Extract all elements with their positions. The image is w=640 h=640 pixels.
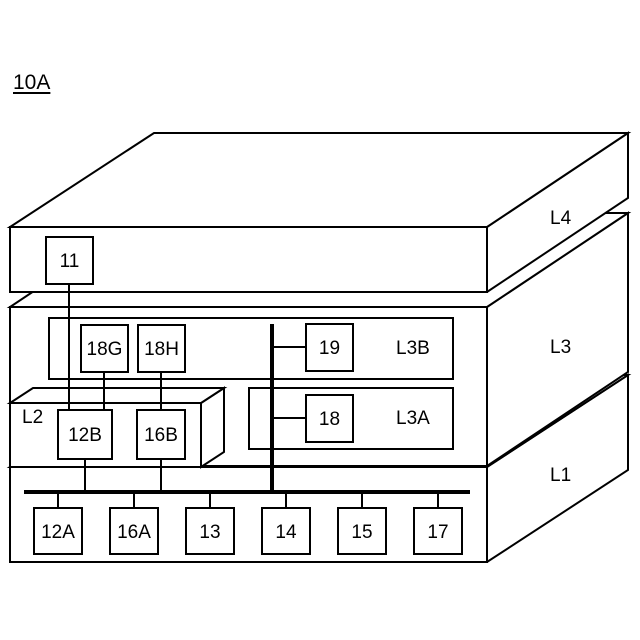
component-18: 18: [306, 395, 353, 442]
component-16b: 16B: [137, 410, 185, 459]
component-16a: 16A: [110, 508, 158, 554]
component-18g-label: 18G: [87, 339, 123, 360]
component-18h: 18H: [138, 325, 185, 372]
component-17: 17: [414, 508, 462, 554]
component-18-label: 18: [319, 409, 340, 430]
component-13-label: 13: [199, 522, 220, 543]
component-15-label: 15: [351, 522, 372, 543]
component-12a-label: 12A: [41, 522, 75, 543]
component-19-label: 19: [319, 338, 340, 359]
component-18g: 18G: [81, 325, 128, 372]
layer-l1-label: L1: [550, 465, 571, 486]
layer-l2-label: L2: [22, 407, 43, 428]
component-16a-label: 16A: [117, 522, 151, 543]
layer-l3b-label: L3B: [396, 338, 430, 359]
component-13: 13: [186, 508, 234, 554]
component-14-label: 14: [275, 522, 297, 543]
component-16b-label: 16B: [144, 425, 178, 446]
component-15: 15: [338, 508, 386, 554]
component-12a: 12A: [34, 508, 82, 554]
component-11-label: 11: [60, 251, 80, 272]
layer-l4-label: L4: [550, 208, 572, 229]
layer-l2-top: [10, 388, 224, 403]
component-11: 11: [46, 237, 93, 284]
component-19: 19: [306, 324, 353, 371]
component-14: 14: [262, 508, 310, 554]
component-18h-label: 18H: [144, 339, 179, 360]
component-17-label: 17: [427, 522, 448, 543]
layer-l3a-label: L3A: [396, 408, 430, 429]
component-12b: 12B: [58, 410, 112, 459]
component-12b-label: 12B: [68, 425, 102, 446]
layer-l3-label: L3: [550, 337, 571, 358]
